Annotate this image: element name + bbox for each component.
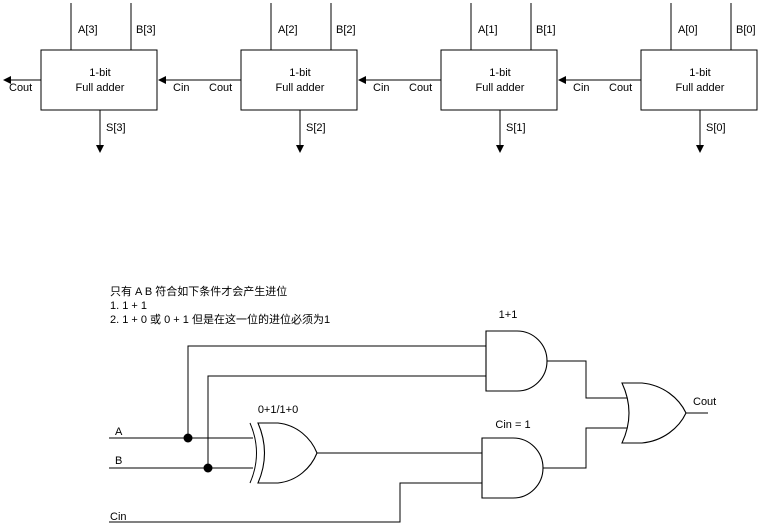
carry-logic-circuit: 只有 A B 符合如下条件才会产生进位 1. 1 + 1 2. 1 + 0 或 … xyxy=(109,284,716,523)
full-adder-stage-2: A[2] B[2] 1-bit Full adder Cin Cout S[2] xyxy=(158,3,390,153)
full-adder-title-line1: 1-bit xyxy=(689,67,710,79)
cin-label: Cin xyxy=(373,82,390,94)
wires xyxy=(109,345,708,523)
input-a-label: A[1] xyxy=(478,24,498,36)
full-adder-title-line2: Full adder xyxy=(676,82,725,94)
full-adder-title-line2: Full adder xyxy=(276,82,325,94)
sum-label: S[1] xyxy=(506,122,526,134)
sum-label: S[0] xyxy=(706,122,726,134)
xor-label: 0+1/1+0 xyxy=(258,404,298,416)
cout-label: Cout xyxy=(209,82,232,94)
full-adder-title-line2: Full adder xyxy=(76,82,125,94)
full-adder-stage-3: A[3] B[3] 1-bit Full adder Cin Cout S[3] xyxy=(3,3,190,153)
full-adder-title-line1: 1-bit xyxy=(289,67,310,79)
full-adder-box xyxy=(640,49,758,111)
junction-dot-b xyxy=(203,463,213,473)
full-adder-stage-0: A[0] B[0] 1-bit Full adder Cout S[0] xyxy=(558,3,758,153)
input-cin-label: Cin xyxy=(110,511,127,523)
full-adder-box xyxy=(240,49,358,111)
input-b-label: B[1] xyxy=(536,24,556,36)
input-b-label: B[3] xyxy=(136,24,156,36)
input-b-label: B xyxy=(115,455,122,467)
or-gate xyxy=(621,382,687,444)
ripple-carry-adder: A[3] B[3] 1-bit Full adder Cin Cout S[3]… xyxy=(3,3,758,153)
full-adder-stage-1: A[1] B[1] 1-bit Full adder Cin Cout S[1] xyxy=(358,3,590,153)
sum-label: S[2] xyxy=(306,122,326,134)
full-adder-title-line2: Full adder xyxy=(476,82,525,94)
cin-label: Cin xyxy=(173,82,190,94)
input-b-label: B[0] xyxy=(736,24,756,36)
input-b-label: B[2] xyxy=(336,24,356,36)
full-adder-box xyxy=(40,49,158,111)
output-cout-label: Cout xyxy=(693,396,716,408)
and-gate-bottom xyxy=(481,437,544,499)
cout-label: Cout xyxy=(9,82,32,94)
xor-gate xyxy=(249,422,318,484)
and-gate-top xyxy=(485,330,548,392)
and-bottom-label: Cin = 1 xyxy=(495,419,530,431)
and-top-label: 1+1 xyxy=(499,309,518,321)
full-adder-title-line1: 1-bit xyxy=(89,67,110,79)
input-a-label: A xyxy=(115,426,123,438)
note-line-2: 1. 1 + 1 xyxy=(110,300,147,312)
cout-label: Cout xyxy=(409,82,432,94)
input-a-label: A[2] xyxy=(278,24,298,36)
note-line-1: 只有 A B 符合如下条件才会产生进位 xyxy=(110,284,287,298)
sum-label: S[3] xyxy=(106,122,126,134)
cout-label: Cout xyxy=(609,82,632,94)
input-a-label: A[0] xyxy=(678,24,698,36)
input-a-label: A[3] xyxy=(78,24,98,36)
cin-label: Cin xyxy=(573,82,590,94)
full-adder-title-line1: 1-bit xyxy=(489,67,510,79)
junction-dot-a xyxy=(183,433,193,443)
note-line-3: 2. 1 + 0 或 0 + 1 但是在这一位的进位必须为1 xyxy=(110,312,330,326)
full-adder-box xyxy=(440,49,558,111)
